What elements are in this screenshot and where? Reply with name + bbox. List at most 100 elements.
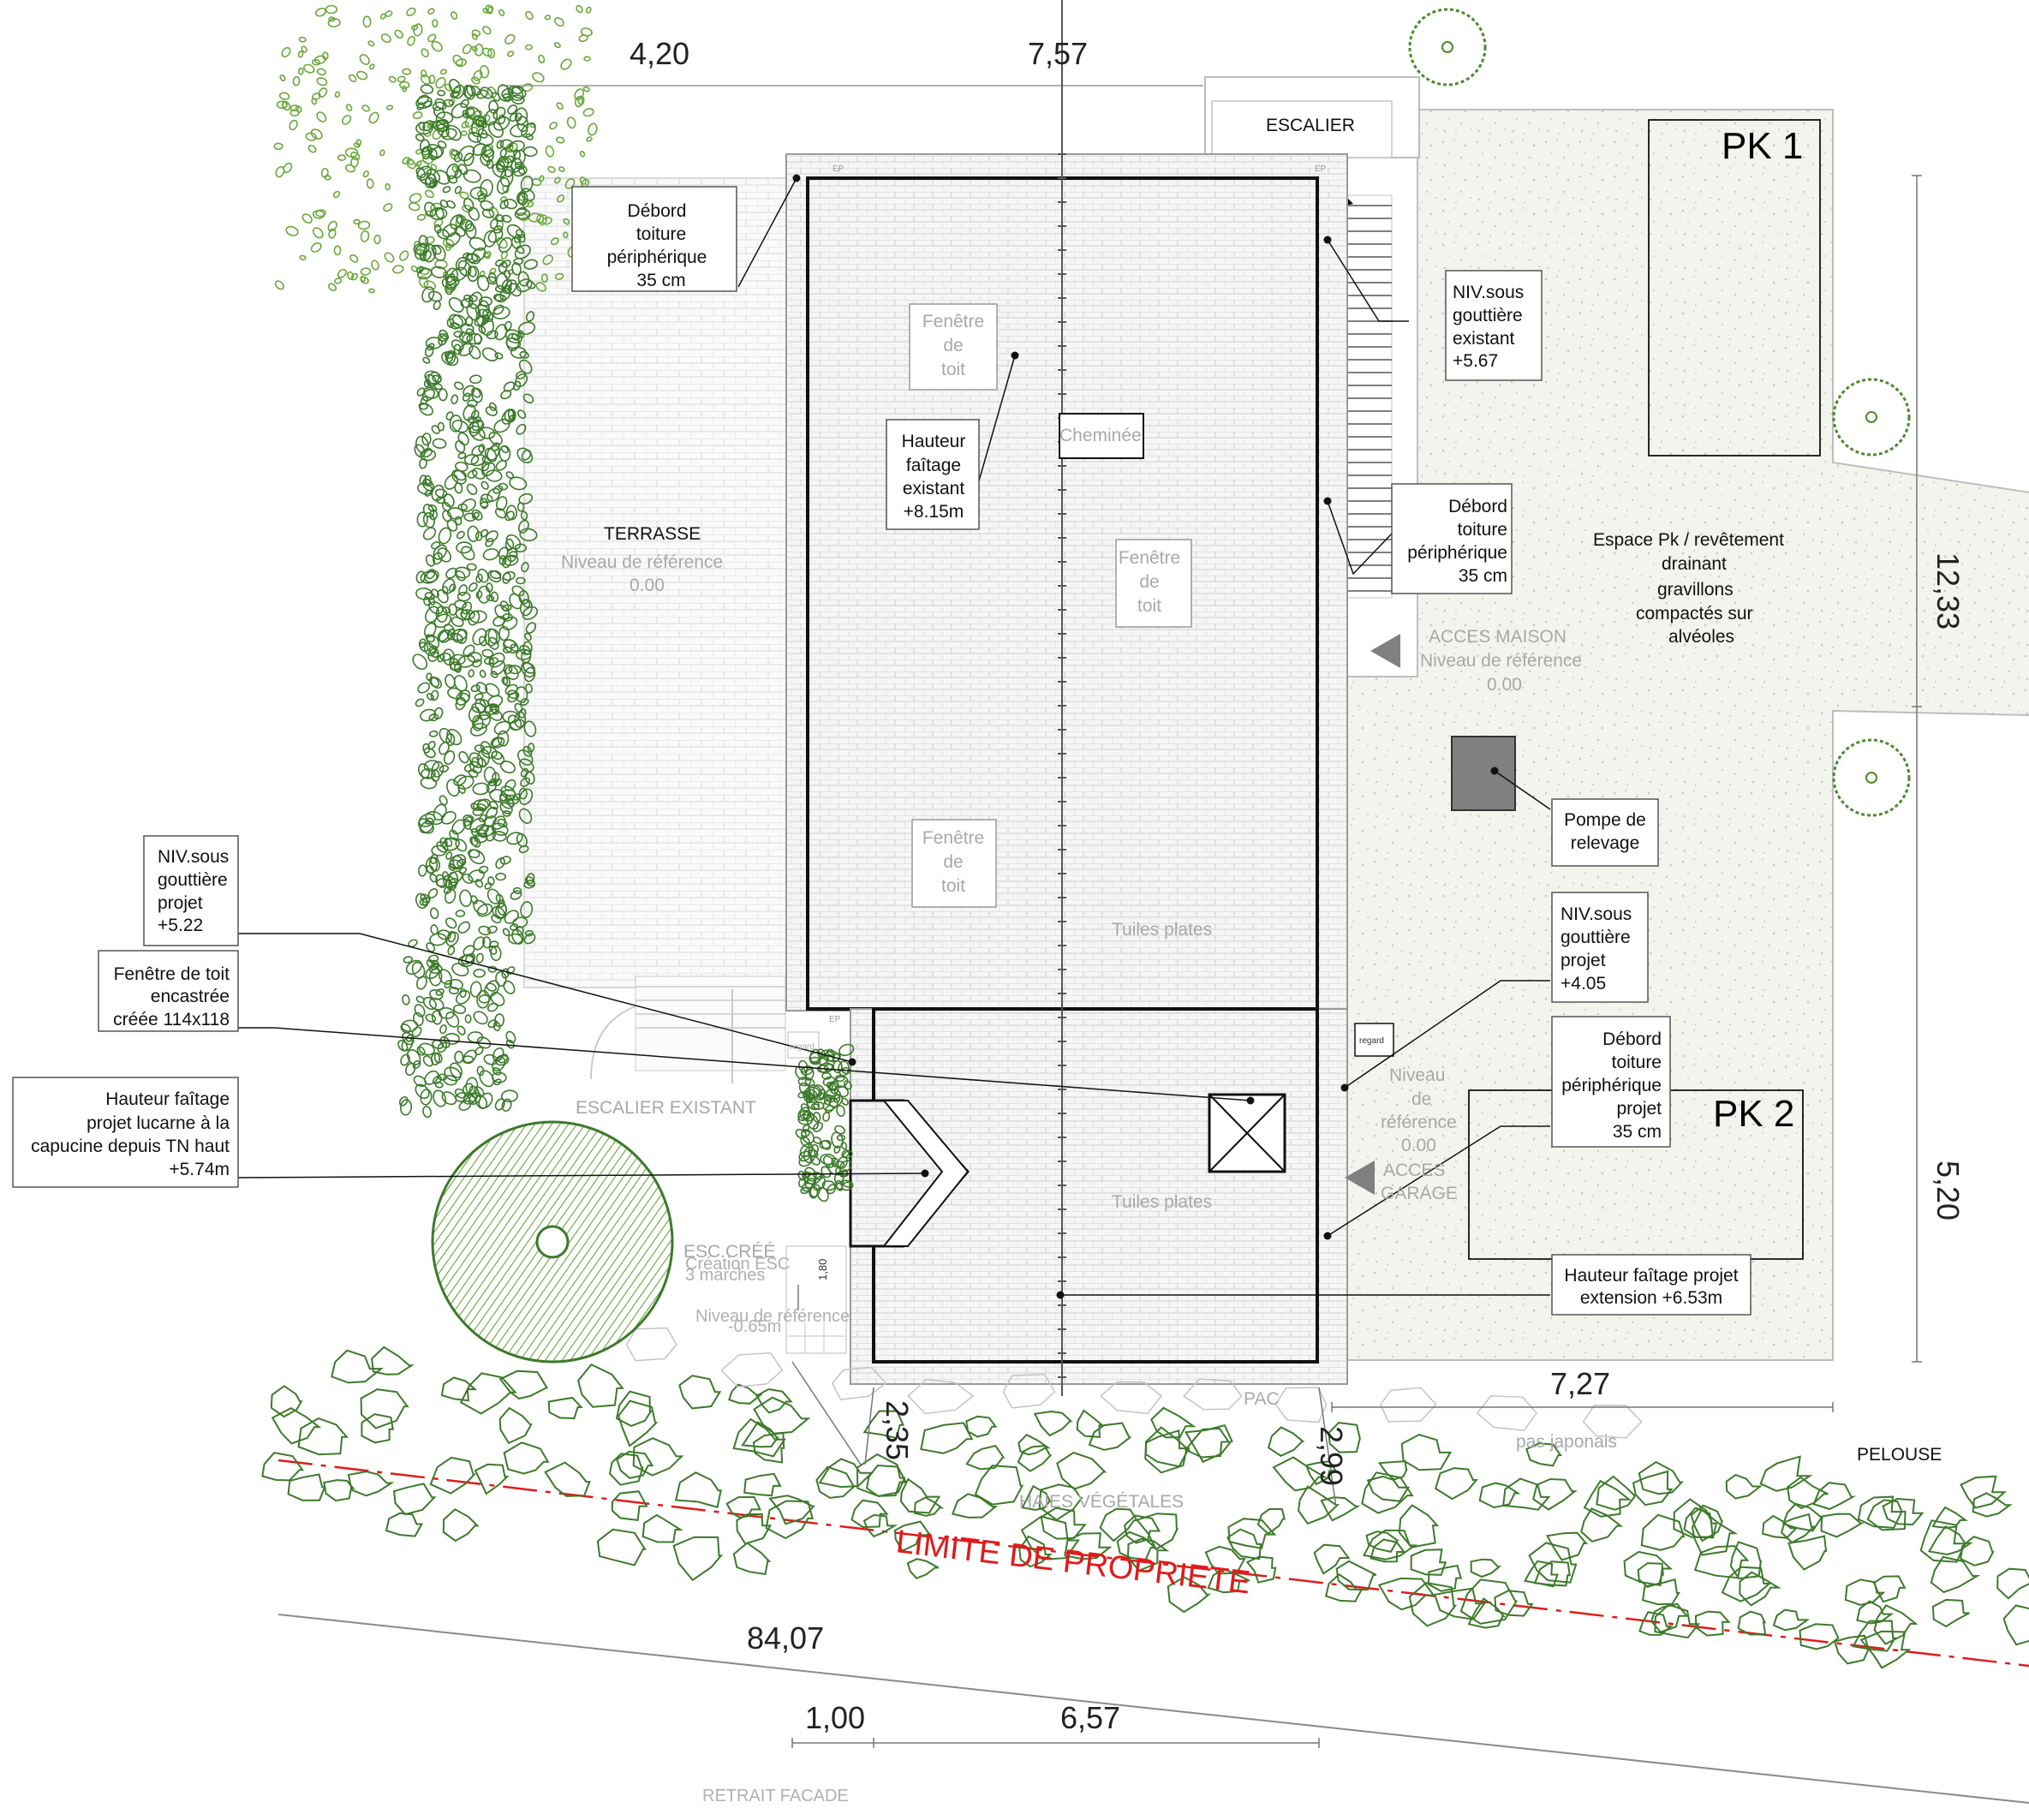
svg-text:35 cm: 35 cm	[1613, 1122, 1662, 1142]
ep-label-2: EP	[1315, 164, 1327, 174]
acces-garage-1: ACCES	[1383, 1161, 1445, 1180]
svg-text:périphérique: périphérique	[1561, 1076, 1662, 1095]
tree-symbol-icon	[431, 1120, 674, 1364]
svg-text:relevage: relevage	[1571, 833, 1640, 853]
annotation-niv-projet-2: NIV.sous gouttière projet +4.05	[1561, 904, 1632, 994]
svg-text:Fenêtre: Fenêtre	[922, 312, 984, 331]
annotation-debord-1: Débord toiture périphérique 35 cm	[607, 201, 707, 290]
svg-text:Fenêtre: Fenêtre	[1119, 548, 1180, 568]
svg-text:+5.67: +5.67	[1453, 351, 1498, 371]
acces-maison-label: ACCES MAISON	[1429, 627, 1567, 647]
dim-right-upper: 12,33	[1931, 552, 1966, 630]
annotation-niv-existant: NIV.sous gouttière existant +5.67	[1453, 283, 1524, 371]
acces-garage-2: GARAGE	[1381, 1184, 1458, 1203]
skylight-cross-icon	[1208, 1093, 1286, 1173]
annotation-hauteur-lucarne: Hauteur faîtage projet lucarne à la capu…	[31, 1089, 230, 1179]
stepping-stones	[625, 1327, 1643, 1439]
tuiles-label-2: Tuiles plates	[1112, 1192, 1212, 1212]
terrasse-niveau: Niveau de référence	[561, 552, 723, 572]
pas-japonais-label: pas japonais	[1516, 1432, 1617, 1452]
svg-text:NIV.sous: NIV.sous	[1453, 283, 1524, 302]
leader-lines	[237, 177, 1551, 1296]
pk1-outline	[1648, 119, 1821, 456]
hedge-bottom	[261, 1346, 2029, 1669]
escalier-label: ESCALIER	[1266, 116, 1355, 135]
roof-window-1: Fenêtre de toit	[922, 312, 984, 379]
svg-text:capucine depuis TN haut: capucine depuis TN haut	[31, 1137, 230, 1156]
annotation-pompe: Pompe de relevage	[1564, 810, 1646, 853]
tree-symbol-icon	[1408, 8, 1487, 87]
dim-bottom-mid-small: 2,99	[1314, 1426, 1349, 1486]
leader-dots	[792, 174, 1499, 1299]
svg-text:gouttière: gouttière	[1453, 306, 1523, 325]
svg-text:projet lucarne à la: projet lucarne à la	[87, 1113, 230, 1133]
svg-text:+8.15m: +8.15m	[904, 502, 964, 522]
pk2-outline	[1468, 1089, 1804, 1260]
svg-text:de: de	[1139, 572, 1159, 592]
dim-top-mid: 7,57	[1028, 36, 1088, 71]
stair-escalier	[1204, 76, 1420, 599]
dim-bottom-a: 1,00	[805, 1700, 865, 1735]
dimension-lines	[791, 175, 1922, 1748]
svg-text:périphérique: périphérique	[607, 248, 707, 267]
svg-text:encastrée: encastrée	[151, 987, 230, 1006]
svg-text:de: de	[943, 336, 963, 355]
pk1-label: PK 1	[1722, 125, 1803, 167]
acces-maison-niveau: Niveau de référence	[1420, 651, 1582, 671]
dim-bottom-right: 7,27	[1550, 1366, 1610, 1401]
svg-text:Débord: Débord	[1448, 497, 1507, 516]
svg-text:+5.74m: +5.74m	[169, 1160, 230, 1179]
dim-bottom-left-small: 2,35	[880, 1400, 915, 1460]
niveau-garage-4: 0.00	[1401, 1136, 1436, 1155]
svg-text:+5.22: +5.22	[158, 916, 203, 935]
retreat-label: RETRAIT FACADE	[702, 1787, 849, 1805]
niveau-garage-1: Niveau	[1389, 1065, 1445, 1085]
svg-text:35 cm: 35 cm	[1459, 566, 1507, 586]
annotation-hauteur-existant: Hauteur faîtage existant +8.15m	[902, 432, 966, 522]
esc-niveau-value: -0.65m	[728, 1317, 781, 1336]
ep-label-3: EP	[829, 1015, 841, 1024]
existing-stairs	[590, 976, 786, 1083]
lower-boundary-line	[277, 1614, 2029, 1804]
terrasse-label: TERRASSE	[604, 524, 701, 544]
svg-text:de: de	[943, 852, 963, 872]
espace-pk-5: alvéoles	[1668, 627, 1734, 647]
ivy-hedge	[273, 4, 855, 1202]
esc-height: 1,80	[816, 1259, 829, 1280]
dim-bottom-b: 6,57	[1060, 1700, 1120, 1735]
svg-text:toiture: toiture	[636, 224, 686, 244]
svg-text:existant: existant	[1453, 329, 1515, 349]
espace-pk-3: gravillons	[1657, 580, 1734, 600]
espace-pk-1: Espace Pk / revêtement	[1593, 530, 1784, 550]
annotation-hauteur-extension: Hauteur faîtage projet extension +6.53m	[1564, 1266, 1738, 1308]
espace-pk-2: drainant	[1662, 554, 1727, 574]
pelouse-label: PELOUSE	[1857, 1445, 1942, 1465]
esc-creation: Création ESC	[685, 1255, 790, 1274]
annotation-debord-2: Débord toiture périphérique 35 cm	[1407, 497, 1507, 586]
svg-text:projet: projet	[1616, 1099, 1662, 1119]
escalier-existant-label: ESCALIER EXISTANT	[576, 1098, 756, 1118]
gravel-parking-area	[1335, 109, 2029, 1361]
esc-niveau: Niveau de référence	[695, 1307, 850, 1326]
svg-text:existant: existant	[903, 479, 965, 498]
annotation-fenetre-encastree: Fenêtre de toit encastrée créée 114x118	[113, 964, 230, 1029]
pk2-label: PK 2	[1713, 1093, 1794, 1135]
regard-label-1: regard	[1359, 1036, 1384, 1046]
svg-text:créée 114x118: créée 114x118	[113, 1010, 230, 1029]
svg-text:Fenêtre de toit: Fenêtre de toit	[114, 964, 230, 984]
roof-existing-overhang	[785, 153, 1348, 1011]
dim-top-left: 4,20	[630, 36, 689, 71]
svg-text:projet: projet	[1561, 951, 1606, 970]
svg-text:Débord: Débord	[1602, 1029, 1662, 1049]
svg-text:gouttière: gouttière	[158, 870, 228, 890]
svg-text:gouttière: gouttière	[1561, 928, 1631, 947]
svg-text:toit: toit	[941, 876, 965, 896]
annotation-boxes	[12, 186, 1752, 1316]
svg-text:périphérique: périphérique	[1407, 543, 1507, 563]
niveau-garage-3: référence	[1381, 1113, 1457, 1132]
property-limit-line	[277, 1459, 2029, 1668]
tree-symbol-icon	[1832, 738, 1911, 817]
svg-text:Hauteur faîtage: Hauteur faîtage	[105, 1089, 230, 1109]
svg-text:extension +6.53m: extension +6.53m	[1580, 1288, 1722, 1308]
